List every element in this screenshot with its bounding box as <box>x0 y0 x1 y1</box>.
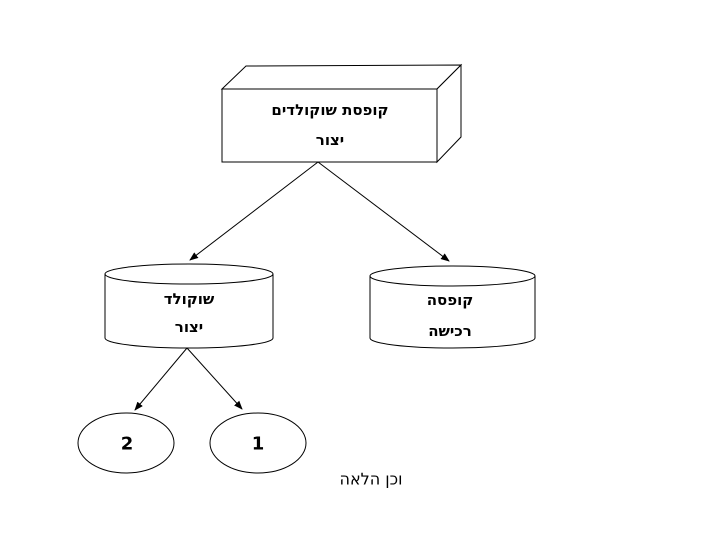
chocolate-cylinder-title: שוקולד <box>163 290 215 308</box>
chocolate-cylinder-top <box>104 263 274 285</box>
arrow-chocolate-to-oval-1 <box>186 347 243 410</box>
oval-1-label: 1 <box>251 433 265 455</box>
box-cylinder-subtitle: רכישה <box>428 322 472 340</box>
arrow-root-to-chocolate <box>189 161 319 261</box>
chocolate-cylinder-body <box>104 274 274 349</box>
etc-note: וכן הלאה <box>339 469 403 489</box>
arrow-chocolate-to-oval-2 <box>134 347 188 411</box>
oval-1 <box>209 412 307 474</box>
root-box-subtitle: יצור <box>315 131 345 149</box>
chocolate-cylinder-subtitle: יצור <box>174 318 204 336</box>
box-cylinder-top <box>369 265 536 287</box>
box-cylinder-body <box>369 276 536 349</box>
root-box-title: קופסת שוקולדים <box>271 101 389 119</box>
oval-2-label: 2 <box>120 433 134 455</box>
root-box-front-face <box>221 88 438 163</box>
root-box-top-face <box>220 64 463 90</box>
oval-2 <box>77 412 175 474</box>
arrow-root-to-box <box>317 161 450 262</box>
box-cylinder-title: קופסה <box>426 291 474 309</box>
